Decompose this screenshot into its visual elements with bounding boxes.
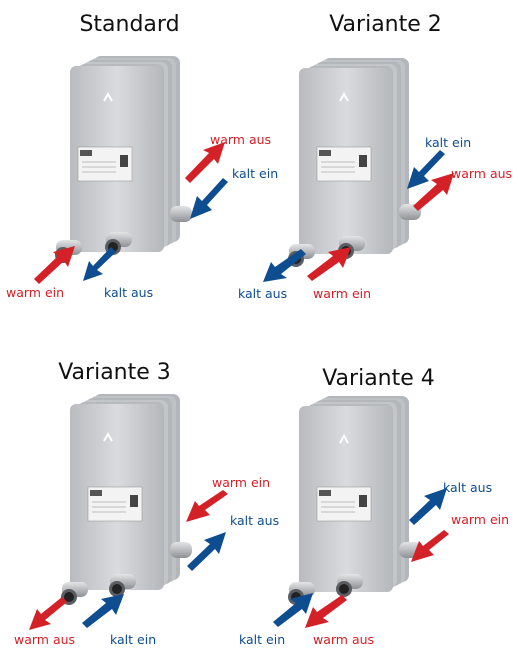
arrow-warm-ein [34,246,75,284]
arrow-warm-aus [29,597,67,630]
heat-exchanger-illustration [34,56,228,284]
logo-mark [103,91,113,102]
panel-variante-4: Variante 4 [239,330,518,660]
logo-mark [339,433,349,444]
nameplate [87,486,143,522]
arrow-warm-ein [411,530,449,562]
logo-mark [339,91,349,102]
panel-standard: Standard [0,0,278,330]
arrow-kalt-ein [273,593,313,627]
arrow-kalt-ein [82,594,124,628]
label-d: warm ein [313,286,372,301]
arrow-kalt-ein [407,150,445,189]
panel-variante-3: Variante 3 [0,330,279,660]
label-b: kalt ein [232,166,279,181]
label-a: kalt aus [443,480,493,495]
label-a: warm aus [210,132,272,147]
arrow-warm-ein [186,490,228,522]
arrow-kalt-aus [409,488,447,525]
heat-exchanger-illustration [273,396,449,628]
label-d: kalt ein [110,632,157,647]
label-a: kalt ein [425,135,472,150]
arrow-kalt-aus [187,532,226,571]
arrow-warm-aus [305,595,347,628]
arrow-kalt-ein [190,178,228,219]
nameplate [316,486,372,522]
arrow-warm-aus [185,142,225,183]
panel-title: Variante 4 [322,366,435,391]
heat-exchanger-illustration [29,394,228,630]
label-b: warm aus [451,166,513,181]
panel-title: Variante 2 [329,12,442,37]
label-c: kalt ein [239,632,286,647]
label-b: kalt aus [230,513,280,528]
arrow-warm-aus [413,173,454,211]
heat-exchanger-illustration [263,58,454,282]
label-c: warm aus [14,632,76,647]
panel-title: Variante 3 [58,360,171,385]
label-d: warm aus [313,632,375,647]
arrow-kalt-aus [263,249,306,282]
label-d: kalt aus [104,285,154,300]
panel-variante-2: Variante 2 [238,0,518,330]
nameplate [77,146,133,182]
label-a: warm ein [212,475,271,490]
label-b: warm ein [451,512,510,527]
logo-mark [103,431,113,442]
panel-title: Standard [79,12,180,37]
label-c: warm ein [6,285,65,300]
arrow-kalt-aus [83,247,116,281]
arrow-warm-ein [307,247,351,281]
connection-pipes [61,542,192,605]
nameplate [316,146,372,182]
label-c: kalt aus [238,286,288,301]
